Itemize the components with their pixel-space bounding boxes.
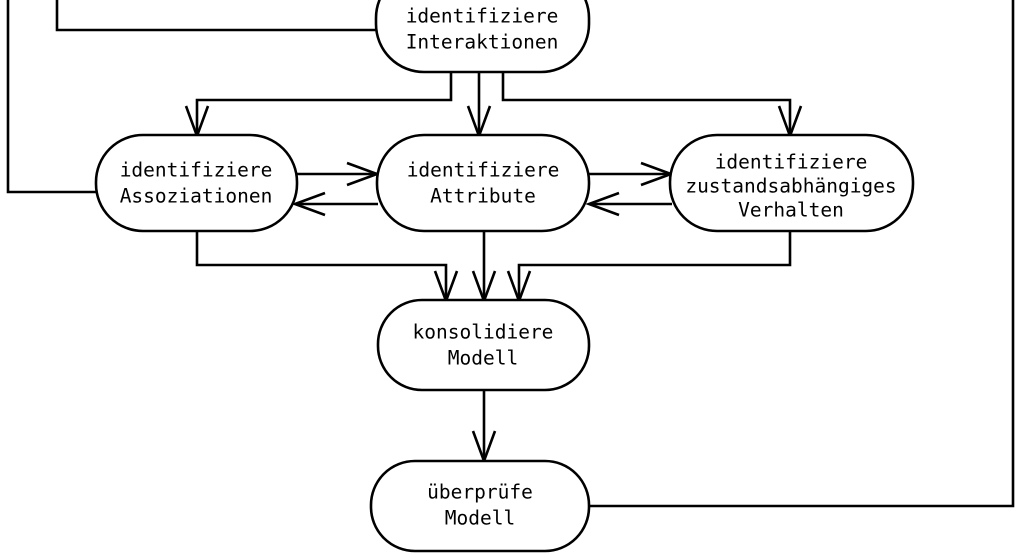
node-shape-identify-interactions (374, 0, 591, 74)
edge-interaktionen-assoziationen (195, 72, 453, 134)
edge-interaktionen-verhalten (501, 72, 792, 134)
node-label-verify-model-line1: überprüfe (427, 481, 533, 504)
node-identify-state-dependent-behavior[interactable]: identifiziere zustandsabhängiges Verhalt… (668, 133, 915, 233)
edge-interaktionen-to-offscreen-top (55, 0, 376, 32)
node-consolidate-model[interactable]: konsolidiere Modell (376, 298, 591, 392)
node-label-identify-state-dependent-behavior-line1: identifiziere (715, 151, 868, 174)
arrowhead-assoziationen-right (291, 191, 326, 217)
edge-assoziationen-konsolidiere (195, 231, 448, 299)
node-shape-identify-attributes (375, 133, 591, 233)
node-label-identify-state-dependent-behavior-line3: Verhalten (738, 199, 844, 222)
node-label-identify-associations-line2: Assoziationen (120, 185, 273, 208)
edge-ueberpruefe-to-offscreen-right (588, 0, 1015, 508)
node-shape-identify-state-dependent-behavior (668, 133, 915, 233)
arrowhead-attribute-right (585, 191, 620, 217)
node-label-consolidate-model-line2: Modell (448, 347, 518, 370)
node-label-identify-interactions-line1: identifiziere (406, 5, 559, 28)
node-label-identify-attributes-line1: identifiziere (407, 159, 560, 182)
node-label-verify-model-line2: Modell (445, 507, 515, 530)
node-identify-interactions[interactable]: identifiziere Interaktionen (374, 0, 591, 74)
node-label-identify-attributes-line2: Attribute (430, 185, 536, 208)
node-shape-verify-model (369, 459, 591, 553)
node-label-identify-associations-line1: identifiziere (120, 159, 273, 182)
edge-offscreen-left-to-assoziationen (6, 0, 97, 194)
node-identify-associations[interactable]: identifiziere Assoziationen (94, 133, 299, 233)
node-label-identify-interactions-line2: Interaktionen (406, 31, 559, 54)
edge-verhalten-konsolidiere (517, 231, 792, 299)
edge-layer (6, 0, 1015, 508)
node-shape-consolidate-model (376, 298, 591, 392)
node-identify-attributes[interactable]: identifiziere Attribute (375, 133, 591, 233)
node-label-consolidate-model-line1: konsolidiere (413, 321, 554, 344)
node-shape-identify-associations (94, 133, 299, 233)
node-verify-model[interactable]: überprüfe Modell (369, 459, 591, 553)
node-label-identify-state-dependent-behavior-line2: zustandsabhängiges (685, 175, 896, 198)
